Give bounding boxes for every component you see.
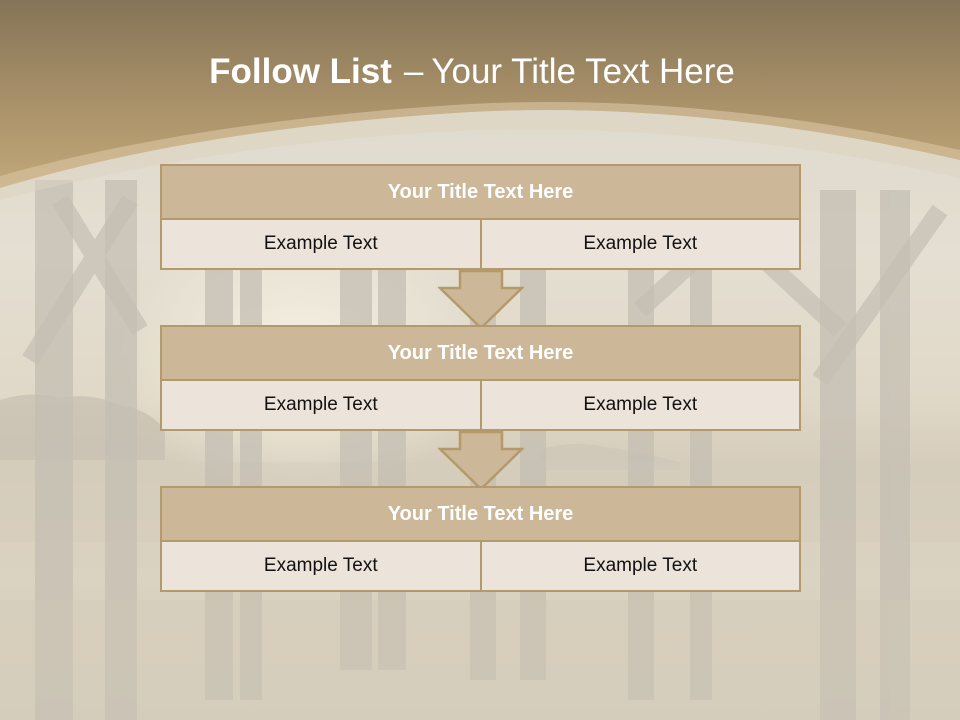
title-dash: – xyxy=(403,52,424,91)
block-row: Example Text Example Text xyxy=(160,381,801,431)
block-cell-left: Example Text xyxy=(160,381,481,431)
block-row: Example Text Example Text xyxy=(160,542,801,592)
block-title: Your Title Text Here xyxy=(160,164,801,220)
block-row: Example Text Example Text xyxy=(160,220,801,270)
header-band: Follow List–Your Title Text Here xyxy=(0,0,960,200)
block-title: Your Title Text Here xyxy=(160,486,801,542)
block-cell-left: Example Text xyxy=(160,220,481,270)
block-cell-left: Example Text xyxy=(160,542,481,592)
title-bold: Follow List xyxy=(209,52,392,91)
flow-block-1: Your Title Text Here Example Text Exampl… xyxy=(160,164,801,270)
flow-block-2: Your Title Text Here Example Text Exampl… xyxy=(160,325,801,431)
down-arrow-icon xyxy=(438,270,524,330)
block-cell-right: Example Text xyxy=(480,220,801,270)
title-rest: Your Title Text Here xyxy=(431,52,735,91)
block-cell-right: Example Text xyxy=(480,542,801,592)
slide-title: Follow List–Your Title Text Here xyxy=(0,52,944,92)
flow-block-3: Your Title Text Here Example Text Exampl… xyxy=(160,486,801,592)
block-title: Your Title Text Here xyxy=(160,325,801,381)
header-wave xyxy=(0,0,960,200)
down-arrow-icon xyxy=(438,431,524,491)
block-cell-right: Example Text xyxy=(480,381,801,431)
